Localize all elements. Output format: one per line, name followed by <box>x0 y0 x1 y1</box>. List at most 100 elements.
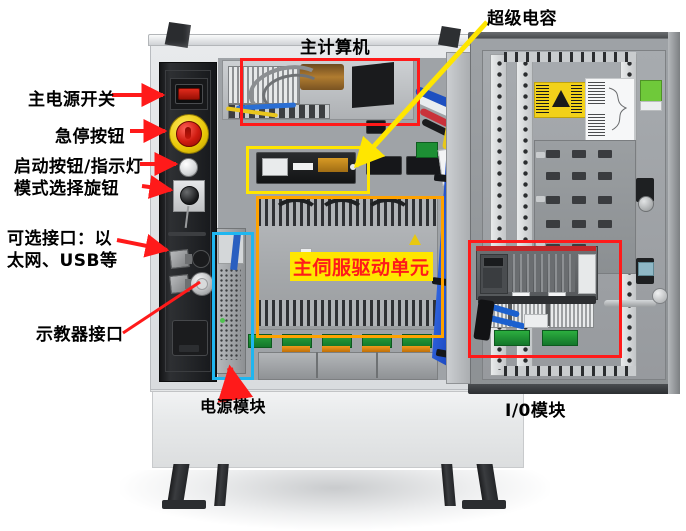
operator-panel-divider <box>168 232 206 236</box>
doc-text-block-1 <box>588 82 605 104</box>
label-optional-ports: 可选接口：以太网、USB等 <box>7 228 118 272</box>
warning-triangle-icon <box>409 234 421 245</box>
esd-triangle-icon <box>552 90 570 107</box>
label-start-button: 启动按钮/指示灯 <box>14 157 144 177</box>
io-base-divider-2 <box>546 298 550 326</box>
label-power-supply-module: 电源模块 <box>200 397 267 416</box>
esd-label-text-right <box>571 85 582 113</box>
servo-cable-loop-3 <box>364 198 412 232</box>
doc-text-block-2 <box>588 112 605 136</box>
supercapacitor-indicator <box>350 164 356 170</box>
io-green-terminal-2 <box>542 330 578 346</box>
blank-port-cap <box>192 250 210 268</box>
servo-bottom-terminal-row <box>258 300 436 326</box>
computer-heatsink <box>300 64 344 90</box>
terminal-orange-3 <box>362 346 390 352</box>
label-optional-ports-line2: 太网、USB等 <box>7 251 118 271</box>
io-white-connector <box>524 314 548 328</box>
callout-box-io-module <box>468 240 622 358</box>
label-optional-ports-line1: 可选接口：以 <box>7 229 112 249</box>
plate-clip <box>536 240 545 246</box>
green-inspection-label <box>640 80 662 102</box>
label-mode-selector: 模式选择旋钮 <box>14 179 119 199</box>
door-hinge-upper-pin <box>638 196 654 212</box>
servo-cable-loop-2 <box>318 198 366 232</box>
interior-vent-left <box>366 156 402 175</box>
door-handle[interactable] <box>652 288 668 304</box>
callout-box-supercapacitor <box>246 146 370 194</box>
white-serial-label <box>640 101 662 111</box>
io-card-slots <box>508 254 576 292</box>
operator-panel-inner-frame <box>165 70 211 372</box>
io-cpu-keypad[interactable] <box>483 268 502 288</box>
label-main-power-switch: 主电源开关 <box>28 90 116 110</box>
lower-unit-divider-2 <box>376 352 378 378</box>
plate-slot <box>546 150 560 158</box>
base-foot-right <box>462 500 506 509</box>
callout-box-servo-drive <box>256 196 444 338</box>
emergency-stop-button[interactable] <box>176 121 202 147</box>
green-connector <box>416 142 438 158</box>
door-right-edge <box>668 32 680 394</box>
label-supercapacitor: 超级电容 <box>487 9 557 29</box>
plate-clip <box>536 196 545 202</box>
optional-port-ethernet-body <box>185 254 192 264</box>
door-rail-top <box>504 52 636 62</box>
cabinet-latch-secondary-icon <box>437 26 461 48</box>
start-button-indicator-lamp[interactable] <box>179 158 198 177</box>
supercapacitor-label-amber <box>318 158 348 172</box>
label-emergency-stop: 急停按钮 <box>55 127 125 147</box>
label-main-computer: 主计算机 <box>300 38 370 58</box>
emergency-stop-detail <box>185 127 191 139</box>
main-power-switch-lever[interactable] <box>178 88 200 100</box>
label-io-module: I/0模块 <box>505 401 566 421</box>
io-duct-cover <box>478 296 596 304</box>
plate-slot <box>572 196 586 204</box>
rail-perforations-2 <box>520 58 528 370</box>
supercapacitor-label-white <box>262 158 288 176</box>
lower-drive-units <box>258 352 438 380</box>
door-rail-bottom <box>504 366 636 376</box>
io-green-terminal-1 <box>494 330 530 346</box>
door-bottom-edge <box>468 384 678 394</box>
supercapacitor-label-strip <box>293 163 313 170</box>
plate-slot <box>546 196 560 204</box>
door-support-bar <box>604 300 656 307</box>
plate-slot <box>572 150 586 158</box>
plate-slot <box>598 172 612 180</box>
plate-slot <box>546 220 560 228</box>
base-foot-left <box>162 500 206 509</box>
rail-perforations-1 <box>494 58 502 370</box>
cabinet-latch-icon <box>164 22 191 48</box>
plate-slot <box>572 172 586 180</box>
power-supply-perforations <box>219 268 241 360</box>
plate-clip <box>536 152 545 158</box>
io-end-module <box>578 254 596 294</box>
plate-slot <box>572 220 586 228</box>
teach-pendant-connector-insert <box>196 278 208 290</box>
label-teach-pendant-port: 示教器接口 <box>36 325 124 345</box>
io-rack-red-stripe <box>476 246 596 251</box>
callout-box-main-computer <box>240 58 420 126</box>
door-top-edge <box>468 32 678 41</box>
esd-label-text-left <box>536 85 549 113</box>
cabinet-base-pedestal <box>152 388 524 468</box>
power-supply-status-led <box>220 318 225 323</box>
terminal-orange-1 <box>282 346 310 352</box>
plate-slot <box>598 150 612 158</box>
terminal-orange-2 <box>322 346 350 352</box>
plate-slot <box>598 196 612 204</box>
mode-selector-knob[interactable] <box>180 186 199 205</box>
plate-slot <box>598 220 612 228</box>
terminal-orange-4 <box>402 346 430 352</box>
label-main-servo-drive-unit: 主伺服驱动单元 <box>290 252 433 281</box>
callout-box-power-supply <box>212 232 254 380</box>
interior-vent-right <box>406 156 442 175</box>
io-cpu-display <box>483 257 504 267</box>
lower-panel-plate-slot <box>179 345 199 352</box>
plate-slot <box>546 172 560 180</box>
lower-unit-divider-1 <box>316 352 318 378</box>
doc-wiring-diagram <box>608 87 628 131</box>
door-hinge-lower-block <box>638 262 654 276</box>
